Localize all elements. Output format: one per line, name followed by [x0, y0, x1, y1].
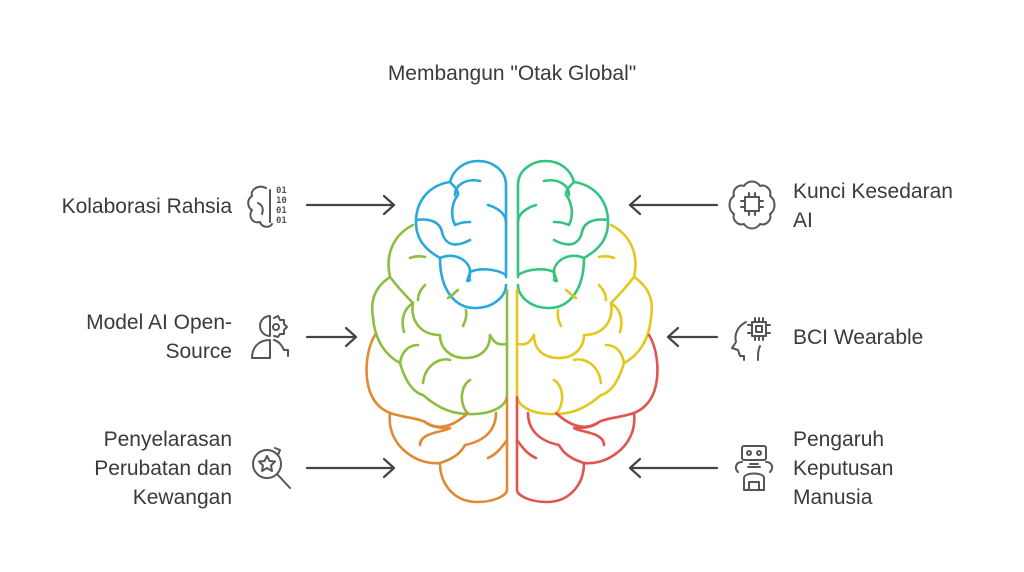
- label-line: Perubatan dan: [94, 457, 232, 480]
- label-penyelarasan: Penyelarasan Perubatan dan Kewangan: [94, 425, 232, 512]
- brain-lobe-left-top: [414, 159, 508, 310]
- brain-chip-icon: [728, 180, 776, 230]
- svg-text:01: 01: [276, 216, 287, 226]
- label-line: Keputusan: [793, 457, 894, 480]
- label-line: Kewangan: [132, 486, 232, 509]
- diagram-title: Membangun "Otak Global": [387, 62, 637, 85]
- label-line: Source: [165, 340, 232, 363]
- label-line: Model AI Open-: [86, 311, 232, 334]
- head-chip-icon: [731, 317, 771, 361]
- label-kunci-kesedaran: Kunci Kesedaran AI: [793, 177, 953, 235]
- label-bci-wearable: BCI Wearable: [793, 323, 923, 352]
- label-model-ai-open-source: Model AI Open- Source: [86, 308, 232, 366]
- brain-lobe-right-bottom: [515, 333, 659, 504]
- label-line: Kolaborasi Rahsia: [61, 195, 232, 218]
- label-line: Kunci Kesedaran: [793, 180, 953, 203]
- svg-text:01: 01: [276, 186, 287, 196]
- arrow-right-2: [305, 326, 358, 348]
- label-line: Manusia: [793, 486, 873, 509]
- arrow-right-1: [305, 194, 396, 216]
- brain-lobe-right-middle: [515, 223, 654, 416]
- star-search-icon: [252, 447, 291, 489]
- label-pengaruh-keputusan: Pengaruh Keputusan Manusia: [793, 425, 893, 512]
- label-line: AI: [793, 209, 813, 232]
- brain-lobe-left-middle: [370, 223, 509, 416]
- svg-text:10: 10: [276, 196, 287, 206]
- label-kolaborasi-rahsia: Kolaborasi Rahsia: [62, 192, 232, 221]
- label-line: Pengaruh: [793, 428, 885, 451]
- arrow-left-2: [666, 326, 719, 348]
- arrow-left-3: [628, 457, 719, 479]
- person-gear-icon: [251, 315, 289, 359]
- brain-binary-icon: 01 10 01 01: [247, 185, 287, 228]
- arrow-right-3: [305, 457, 396, 479]
- brain-lobe-left-bottom: [365, 333, 509, 504]
- arrow-left-1: [628, 194, 719, 216]
- svg-text:01: 01: [276, 206, 287, 216]
- label-line: Penyelarasan: [103, 428, 232, 451]
- robot-icon: [734, 445, 774, 491]
- label-line: BCI Wearable: [793, 326, 924, 349]
- brain-lobe-right-top: [516, 159, 610, 310]
